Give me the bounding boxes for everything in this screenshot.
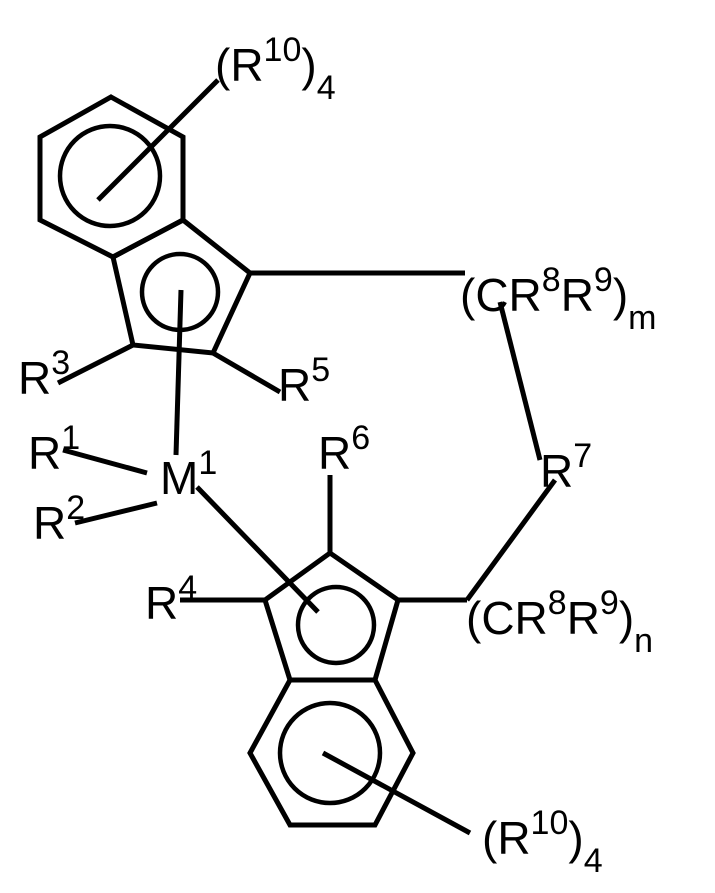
bottom-r10-bond: [321, 750, 472, 836]
r1-bond: [62, 447, 148, 476]
bottom-benzene-ring: [247, 677, 416, 828]
top-benzene-aromatic-circle: [57, 123, 163, 229]
label-r5: R5: [278, 351, 331, 411]
label-cr8r9-m: (CR8R9)m: [460, 261, 657, 337]
label-r3: R3: [18, 344, 71, 404]
label-r7: R7: [540, 437, 593, 497]
top-r10-bond: [96, 78, 220, 202]
label-r2: R2: [33, 489, 86, 549]
label-r1: R1: [28, 419, 81, 479]
bottom-benzene-aromatic-circle: [277, 700, 383, 806]
bridge-r7-n-bond: [464, 478, 558, 602]
r3-bond: [56, 342, 135, 386]
top-cyclopentadienyl-ring: [110, 217, 254, 356]
label-r6: R6: [318, 419, 371, 479]
r2-bond: [74, 500, 158, 526]
label-r10-top: (R10)4: [215, 31, 336, 107]
r5-bond: [211, 350, 282, 395]
bridge-m-r7-bond: [497, 301, 543, 461]
bottom-cp-aromatic-circle: [295, 584, 377, 666]
metal-top-cp-bond: [173, 289, 184, 456]
label-r4: R4: [145, 569, 198, 629]
label-cr8r9-n: (CR8R9)n: [466, 584, 654, 660]
bottom-cyclopentadienyl-ring: [262, 549, 401, 683]
label-m1: M1: [160, 444, 218, 504]
label-r10-bottom: (R10)4: [482, 804, 603, 880]
metal-bottom-cp-bond: [195, 485, 320, 614]
